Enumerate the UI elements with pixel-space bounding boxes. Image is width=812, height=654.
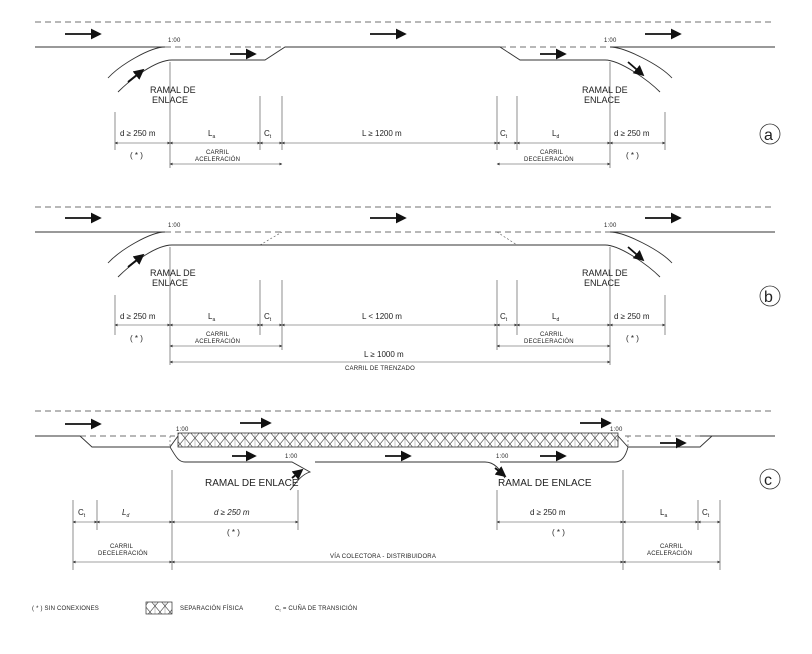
dimension-ticks: [114, 62, 666, 168]
ramp-arrow: [627, 61, 645, 77]
legend-separation-swatch: [145, 601, 173, 615]
panel-circle: [759, 123, 781, 145]
carril-label: CARRIL: [660, 544, 684, 550]
dim-la: La: [660, 508, 667, 519]
panel-b: 1:00 1:00 RAMAL DE ENLACE RAMAL DE ENLAC…: [35, 206, 781, 372]
aux-lane-edge: [172, 46, 605, 61]
dim-ct: Ct: [500, 312, 508, 323]
dim-l-main: L ≥ 1200 m: [362, 129, 402, 138]
panel-circle: [759, 285, 781, 307]
taper-ratio-label: 1:00: [176, 427, 189, 433]
ramp-arrow: [127, 68, 145, 83]
star-note: ( * ): [552, 528, 565, 537]
ramal-label: RAMAL DE: [150, 85, 196, 95]
dim-d: d ≥ 250 m: [120, 129, 156, 138]
taper-ratio-label: 1:00: [610, 427, 623, 433]
carril-label: ACELERACIÓN: [647, 550, 692, 557]
ramp-left-outer: [107, 231, 166, 264]
dim-la: La: [208, 312, 215, 323]
taper-ratio-label: 1:00: [496, 454, 509, 460]
carril-label: ACELERACIÓN: [195, 156, 240, 163]
star-note: ( * ): [626, 151, 639, 160]
collector-label: VÍA COLECTORA - DISTRIBUIDORA: [330, 553, 436, 560]
ramal-label: ENLACE: [584, 95, 620, 105]
carril-label: CARRIL: [206, 332, 230, 338]
decel-lane-edge: [79, 435, 179, 448]
taper-ratio-label: 1:00: [168, 223, 181, 229]
taper-ratio-label: 1:00: [604, 223, 617, 229]
ramal-label: RAMAL DE: [150, 268, 196, 278]
star-note: ( * ): [227, 528, 240, 537]
panel-c: 1:00 1:00 1:00 1:00 RAMAL DE ENLACE RAMA…: [35, 410, 781, 570]
ramal-label: RAMAL DE: [582, 85, 628, 95]
dim-ct: Ct: [264, 129, 272, 140]
panel-a: 1:00 1:00 RAMAL DE ENLACE RAMAL DE ENLAC…: [35, 21, 781, 168]
dim-d: d ≥ 250 m: [214, 508, 250, 517]
weaving-lane-label: CARRIL DE TRENZADO: [345, 366, 415, 372]
carril-label: CARRIL: [540, 150, 564, 156]
dim-d: d ≥ 250 m: [614, 312, 650, 321]
legend-wedge: Ct= CUÑA DE TRANSICIÓN: [275, 605, 357, 613]
physical-separation: [177, 432, 619, 448]
carril-label: CARRIL: [206, 150, 230, 156]
carril-label: DECELERACIÓN: [98, 550, 148, 557]
star-note: ( * ): [130, 334, 143, 343]
ramp-arrow: [627, 246, 645, 262]
legend-separation: SEPARACIÓN FÍSICA: [180, 605, 243, 612]
ramp-right-outer: [609, 231, 673, 264]
star-note: ( * ): [130, 151, 143, 160]
dim-ct: Ct: [500, 129, 508, 140]
dim-d: d ≥ 250 m: [614, 129, 650, 138]
legend-star: ( * ) SIN CONEXIONES: [32, 606, 99, 612]
carril-label: DECELERACIÓN: [524, 338, 574, 345]
ramp-arrow: [127, 253, 145, 268]
carril-label: CARRIL: [110, 544, 134, 550]
dim-ct: Ct: [264, 312, 272, 323]
panel-label: a: [764, 127, 773, 144]
ramp-arrow: [494, 466, 507, 478]
dimension-lines: [114, 141, 666, 166]
panel-circle: [759, 468, 781, 490]
dim-ct: Ct: [702, 508, 710, 519]
collector-edge-center: [315, 461, 506, 479]
carril-label: DECELERACIÓN: [524, 156, 574, 163]
taper-ratio-label: 1:00: [168, 38, 181, 44]
dim-d: d ≥ 250 m: [120, 312, 156, 321]
ramal-label: ENLACE: [584, 278, 620, 288]
carril-label: CARRIL: [540, 332, 564, 338]
dim-l-total: L ≥ 1000 m: [364, 350, 404, 359]
dim-la: La: [208, 129, 215, 140]
carril-label: ACELERACIÓN: [195, 338, 240, 345]
dim-ld: Ld: [552, 129, 559, 140]
ramp-arrow: [291, 468, 304, 480]
collector-edge-left: [169, 446, 312, 491]
taper-ratio-label: 1:00: [604, 38, 617, 44]
panel-label: b: [764, 289, 773, 306]
ramp-right-outer: [609, 46, 673, 79]
dim-ld: Ld: [122, 508, 129, 519]
collector-edge-right: [500, 446, 629, 463]
panel-label: c: [764, 472, 772, 489]
accel-lane-edge: [617, 435, 713, 448]
legend: ( * ) SIN CONEXIONES SEPARACIÓN FÍSICA C…: [32, 601, 357, 615]
dimension-lines: [72, 520, 721, 564]
ramal-label: RAMAL DE: [582, 268, 628, 278]
ramal-label: RAMAL DE ENLACE: [498, 478, 592, 489]
dim-ld: Ld: [552, 312, 559, 323]
dim-l-main: L < 1200 m: [362, 312, 402, 321]
ramal-label: RAMAL DE ENLACE: [205, 478, 299, 489]
star-note: ( * ): [626, 334, 639, 343]
taper-ratio-label: 1:00: [285, 454, 298, 460]
ramp-left-outer: [107, 46, 166, 79]
dimension-lines: [114, 323, 666, 364]
dim-ct: Ct: [78, 508, 86, 519]
dim-d: d ≥ 250 m: [530, 508, 566, 517]
dimension-ticks: [114, 247, 666, 365]
